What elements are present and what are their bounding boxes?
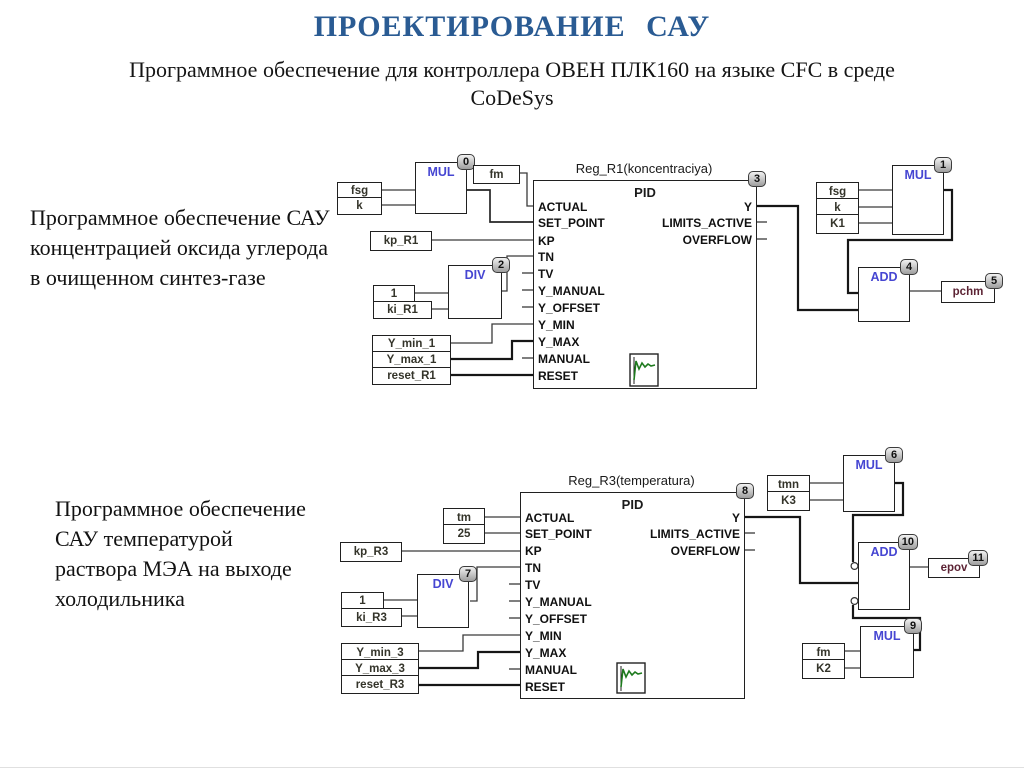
block-mul-6: MUL 6 — [843, 447, 903, 512]
block-div-2: DIV 2 — [448, 257, 510, 319]
pid1-port-kp: KP — [538, 234, 555, 248]
var-box-fsg-2: fsg — [816, 182, 859, 201]
pid3-port-reset: RESET — [525, 680, 566, 694]
caption-concentration: Программное обеспечение САУ концентрацие… — [30, 205, 330, 290]
var-box-y-max-3: Y_max_3 — [341, 659, 419, 678]
var-box-pchm-badge: 5 — [985, 273, 1003, 289]
block-mul-0-badge: 0 — [457, 154, 475, 170]
slide-title: ПРОЕКТИРОВАНИЕ САУ — [313, 10, 711, 43]
pid3-port-y-offset: Y_OFFSET — [525, 612, 588, 626]
var-box-ki-r1: ki_R1 — [373, 301, 432, 319]
block-div-2-badge: 2 — [492, 257, 510, 273]
var-box-ki-r3: ki_R3 — [341, 608, 402, 627]
block-add-4-label: ADD — [870, 270, 898, 284]
pid3-port-kp: KP — [525, 544, 542, 558]
trend-chart-icon — [616, 662, 646, 694]
block-mul-1-label: MUL — [904, 168, 932, 182]
slide-subtitle: Программное обеспечение для контроллера … — [129, 57, 895, 110]
block-mul-0-label: MUL — [427, 165, 455, 179]
block-mul-9-badge: 9 — [904, 618, 922, 634]
pid1-port-limits-active: LIMITS_ACTIVE — [661, 216, 752, 230]
pid3-port-tn: TN — [525, 561, 541, 575]
pid1-badge: 3 — [748, 171, 766, 187]
pid1-port-y: Y — [743, 200, 752, 214]
pid3-port-overflow: OVERFLOW — [670, 544, 740, 558]
pid1-port-overflow: OVERFLOW — [682, 233, 752, 247]
pid3-port-actual: ACTUAL — [525, 511, 575, 525]
pid1-port-y-offset: Y_OFFSET — [538, 301, 601, 315]
pid3-port-y-min: Y_MIN — [525, 629, 562, 643]
pid1-port-tn: TN — [538, 250, 554, 264]
pid3-port-y: Y — [731, 511, 740, 525]
pid1-port-reset: RESET — [538, 369, 579, 383]
var-box-epov-badge: 11 — [968, 550, 988, 566]
var-box-k: k — [337, 197, 382, 215]
pid1-label: PID — [634, 185, 656, 200]
trend-chart-icon — [629, 353, 659, 387]
pid3-port-manual: MANUAL — [525, 663, 577, 677]
block-add-4: ADD 4 — [858, 259, 918, 322]
pid3-port-y-manual: Y_MANUAL — [525, 595, 592, 609]
var-box-k2: K2 — [802, 659, 845, 679]
var-box-kp-r3: kp_R3 — [340, 542, 402, 562]
block-div-7-label: DIV — [432, 577, 454, 591]
var-box-tm: tm — [443, 508, 485, 527]
caption-temperature: Программное обеспечение САУ температурой… — [55, 496, 306, 611]
block-mul-1-badge: 1 — [934, 157, 952, 173]
pid3-instance-title: Reg_R3(temperatura) — [568, 473, 695, 488]
var-box-fm: fm — [473, 165, 520, 184]
pid3-port-y-max: Y_MAX — [525, 646, 567, 660]
pid3-label: PID — [621, 497, 644, 512]
block-mul-0: MUL 0 — [415, 154, 475, 214]
block-div-7: DIV 7 — [417, 566, 477, 628]
block-mul-6-badge: 6 — [885, 447, 903, 463]
block-add-10-badge: 10 — [897, 534, 918, 550]
pid1-port-set-point: SET_POINT — [538, 216, 605, 230]
pid1-instance-title: Reg_R1(koncentraciya) — [575, 161, 713, 176]
pid3-block: 8 PID ACTUAL SET_POINT KP TN TV Y_MANUAL… — [520, 483, 754, 699]
block-mul-9-label: MUL — [873, 629, 901, 643]
var-box-25: 25 — [443, 524, 485, 544]
var-box-epov: epov 11 — [928, 550, 988, 578]
var-box-fsg: fsg — [337, 182, 382, 200]
pid3-port-set-point: SET_POINT — [525, 527, 592, 541]
pid3-port-tv: TV — [525, 578, 541, 592]
pid1-port-y-max: Y_MAX — [538, 335, 580, 349]
var-box-reset-r1: reset_R1 — [372, 367, 451, 385]
var-box-pchm-label: pchm — [952, 286, 984, 298]
block-mul-6-label: MUL — [855, 458, 883, 472]
pid1-port-tv: TV — [538, 267, 554, 281]
block-mul-9: MUL 9 — [860, 618, 922, 678]
var-box-reset-r3: reset_R3 — [341, 675, 419, 694]
block-div-7-badge: 7 — [459, 566, 477, 582]
pid1-port-y-min: Y_MIN — [538, 318, 575, 332]
pid1-port-manual: MANUAL — [538, 352, 590, 366]
var-box-kp-r1: kp_R1 — [370, 231, 432, 251]
pid1-port-actual: ACTUAL — [538, 200, 588, 214]
var-box-epov-label: epov — [940, 562, 968, 574]
block-add-4-badge: 4 — [900, 259, 918, 275]
pid3-badge: 8 — [736, 483, 754, 499]
var-box-pchm: pchm 5 — [941, 273, 1003, 303]
pid1-port-y-manual: Y_MANUAL — [538, 284, 605, 298]
block-add-10-label: ADD — [870, 545, 898, 559]
block-div-2-label: DIV — [464, 268, 486, 282]
pid1-block: 3 PID ACTUAL SET_POINT KP TN TV Y_MANUAL… — [533, 171, 766, 389]
var-box-k3: K3 — [767, 491, 810, 511]
block-add-10: ADD 10 — [858, 534, 918, 610]
var-box-tmn: tmn — [767, 475, 810, 494]
block-mul-1: MUL 1 — [892, 157, 952, 235]
pid3-port-limits-active: LIMITS_ACTIVE — [649, 527, 740, 541]
var-box-y-max-1: Y_max_1 — [372, 351, 451, 369]
var-box-k1: K1 — [816, 214, 859, 234]
